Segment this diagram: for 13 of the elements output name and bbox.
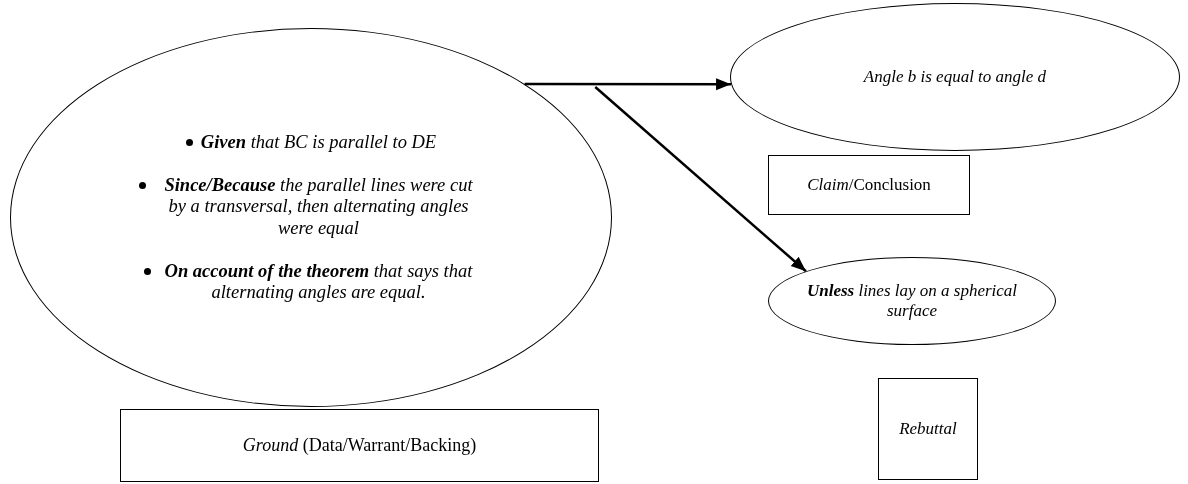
- node-text: Claim/Conclusion: [807, 175, 931, 195]
- label-box: [768, 155, 970, 215]
- bullet-text: Given that BC is parallel to DE: [200, 131, 437, 153]
- arrow: [524, 78, 732, 91]
- label-box: [120, 409, 599, 482]
- arrow: [594, 86, 807, 273]
- node-text: Ground (Data/Warrant/Backing): [242, 435, 477, 456]
- label-box: [878, 378, 978, 480]
- node-text: Rebuttal: [899, 419, 957, 439]
- bullet-text: On account of the theorem that says that alternating angles are equal.: [163, 260, 474, 304]
- bullet-text: Since/Because the parallel lines were cut by a transversal, then alternating angles were equal: [163, 174, 474, 239]
- node-text: Unless lines lay on a spherical surface: [805, 281, 1019, 321]
- node-text: Angle b is equal to angle d: [863, 67, 1047, 87]
